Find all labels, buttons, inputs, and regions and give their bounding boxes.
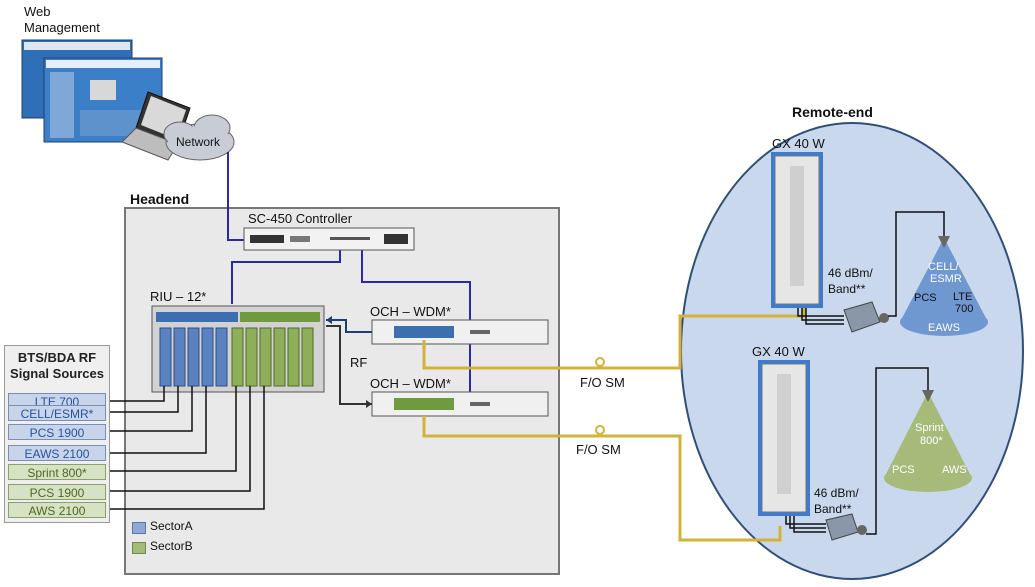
network-label: Network bbox=[176, 135, 221, 149]
cone-top-right-2: 700 bbox=[955, 303, 974, 315]
power-bottom-2: Band** bbox=[814, 502, 852, 516]
gx-bottom-label: GX 40 W bbox=[752, 344, 805, 359]
sc450-controller-device bbox=[243, 227, 415, 251]
cone-bottom-right: AWS bbox=[942, 464, 967, 476]
power-top-2: Band** bbox=[828, 282, 866, 296]
riu-chassis-device bbox=[151, 305, 325, 393]
power-top-1: 46 dBm/ bbox=[828, 266, 873, 280]
web-management-label-1: Web bbox=[24, 4, 51, 19]
legend-sector-b: SectorB bbox=[150, 539, 193, 553]
cone-top-text-2: ESMR bbox=[930, 273, 962, 285]
gx-top-label: GX 40 W bbox=[772, 136, 825, 151]
source-item: PCS 1900 bbox=[8, 424, 106, 440]
controller-label: SC-450 Controller bbox=[248, 211, 353, 226]
cone-top-right-1: LTE bbox=[953, 291, 973, 303]
cone-top-bottom: EAWS bbox=[928, 322, 960, 334]
source-item: EAWS 2100 bbox=[8, 445, 106, 461]
source-item: AWS 2100 bbox=[8, 502, 106, 518]
headend-title: Headend bbox=[130, 191, 190, 207]
coupler-bottom-device bbox=[825, 513, 867, 541]
source-item: Sprint 800* bbox=[8, 464, 106, 480]
signal-sources-title-1: BTS/BDA RF bbox=[17, 350, 97, 365]
coupler-top-device bbox=[843, 301, 889, 333]
antenna-cone-top bbox=[900, 236, 988, 336]
remote-end-title: Remote-end bbox=[792, 104, 873, 120]
web-management-label-2: Management bbox=[24, 20, 100, 35]
cone-top-left: PCS bbox=[914, 292, 937, 304]
legend-swatch-sector-a bbox=[132, 522, 146, 534]
cone-bottom-text-1: Sprint bbox=[915, 422, 944, 434]
signal-sources-title-2: Signal Sources bbox=[10, 366, 104, 381]
gx40w-top-device bbox=[771, 152, 823, 308]
fiber-label-bottom: F/O SM bbox=[576, 442, 621, 457]
legend-swatch-sector-b bbox=[132, 542, 146, 554]
fiber-label-top: F/O SM bbox=[580, 375, 625, 390]
source-item: CELL/ESMR* bbox=[8, 405, 106, 421]
network-cloud-icon bbox=[163, 114, 235, 161]
legend-sector-a: SectorA bbox=[150, 519, 193, 533]
gx40w-bottom-device bbox=[758, 360, 810, 516]
antenna-cone-bottom bbox=[884, 390, 972, 492]
cone-bottom-left: PCS bbox=[892, 464, 915, 476]
och-bottom-label: OCH – WDM* bbox=[370, 376, 451, 391]
cone-top-text-1: CELL/ bbox=[928, 261, 959, 273]
rf-label: RF bbox=[350, 355, 368, 370]
cone-bottom-text-2: 800* bbox=[920, 435, 943, 447]
och-wdm-top-device bbox=[371, 319, 549, 345]
riu-label: RIU – 12* bbox=[150, 289, 207, 304]
och-top-label: OCH – WDM* bbox=[370, 304, 451, 319]
power-bottom-1: 46 dBm/ bbox=[814, 486, 859, 500]
och-wdm-bottom-device bbox=[371, 391, 549, 417]
source-item: PCS 1900 bbox=[8, 484, 106, 500]
